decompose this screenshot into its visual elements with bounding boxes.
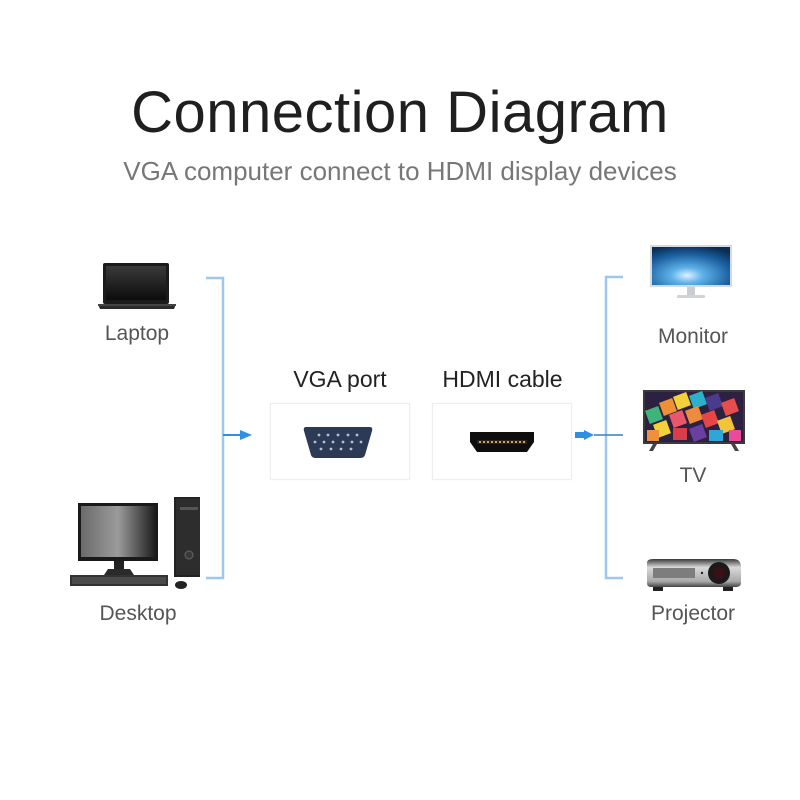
display-bracket-line [604, 275, 623, 580]
display-arrow-shaft [575, 432, 585, 438]
desktop-label: Desktop [99, 602, 177, 625]
projector-label: Projector [650, 602, 736, 625]
desktop-computer-icon [68, 495, 200, 595]
vga-port-icon [303, 425, 373, 459]
monitor-label: Monitor [657, 325, 729, 348]
projector-icon [643, 557, 743, 593]
hdmi-port-icon [469, 431, 535, 453]
display-bracket [575, 275, 623, 580]
vga-port-box [270, 403, 410, 480]
source-arrow-head [240, 430, 252, 440]
source-bracket [206, 276, 252, 580]
diagram-subtitle: VGA computer connect to HDMI display dev… [123, 156, 677, 186]
monitor-icon [649, 244, 733, 300]
diagram-title: Connection Diagram [131, 80, 669, 145]
hdmi-cable-box [432, 403, 572, 480]
display-arrow-head [584, 430, 594, 440]
laptop-label: Laptop [104, 322, 170, 345]
source-bracket-line [206, 276, 225, 580]
vga-port-label: VGA port [293, 366, 387, 392]
tv-icon [643, 390, 745, 452]
tv-label: TV [679, 464, 707, 487]
laptop-icon [97, 262, 177, 312]
hdmi-cable-label: HDMI cable [442, 366, 563, 392]
